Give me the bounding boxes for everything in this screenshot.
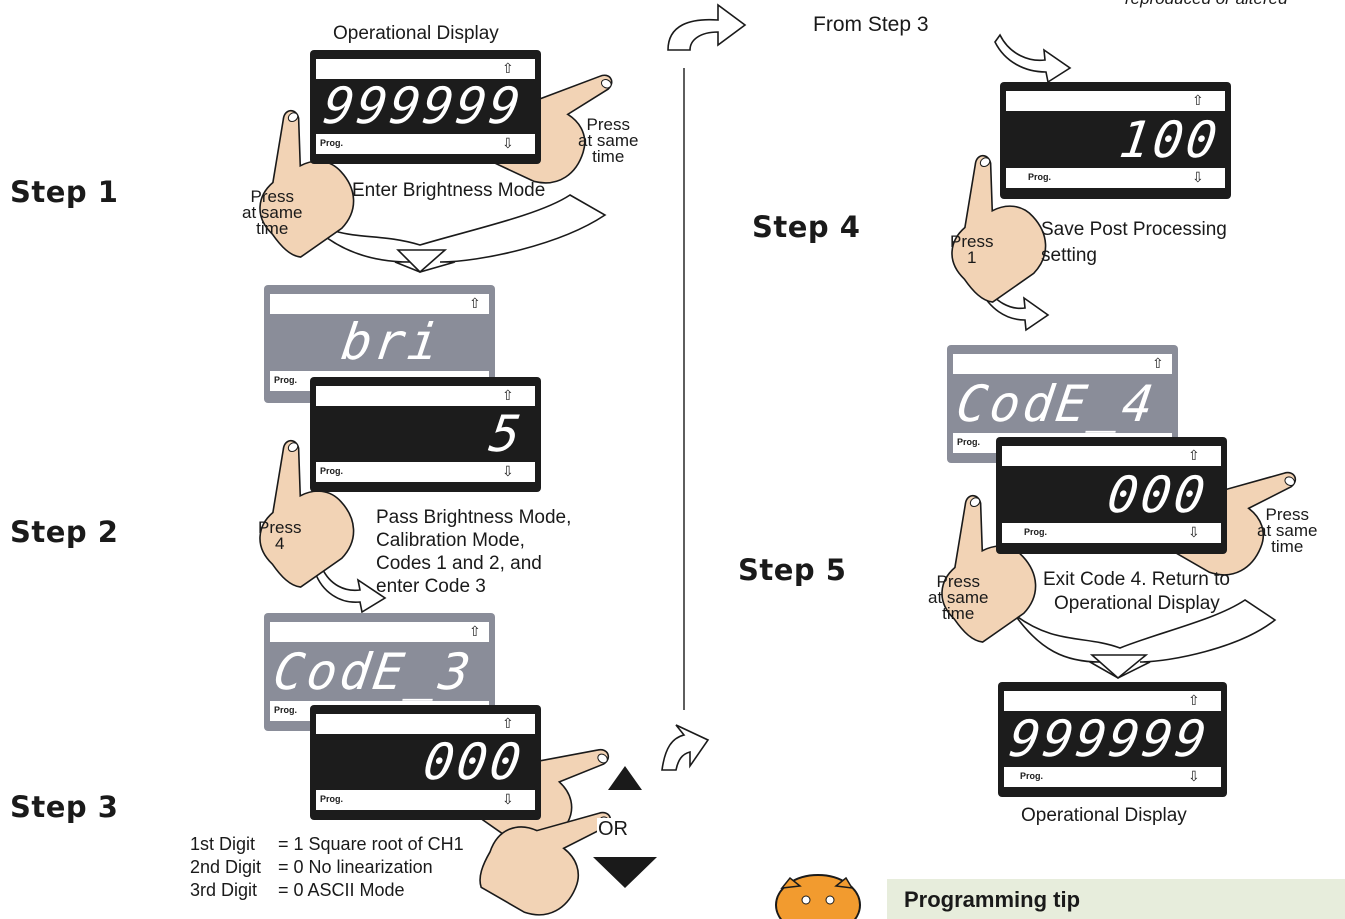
display-value-1: 999999 xyxy=(319,77,527,135)
step-4-label: Step 4 xyxy=(752,210,861,244)
tiger-mascot-icon xyxy=(775,874,861,919)
curved-arrow-step4 xyxy=(979,283,1050,332)
display-value-4: CodE_3 xyxy=(269,643,477,701)
display-value-2: bri xyxy=(337,313,446,371)
caption-pass-brightness-4: enter Code 3 xyxy=(376,576,486,597)
curved-arrow-step5 xyxy=(1014,599,1277,679)
step-5-label: Step 5 xyxy=(738,553,847,587)
display-value-8: 000 xyxy=(1103,466,1212,524)
up-arrow-icon: ⇧ xyxy=(1152,355,1164,371)
top-right-fragment: reproduced or altered xyxy=(1125,0,1288,10)
display-value-5: 000 xyxy=(419,733,528,791)
up-triangle-icon xyxy=(608,766,642,790)
digit-setting-row: 2nd Digit= 0 No linearization xyxy=(190,857,433,877)
prog-label: Prog. xyxy=(1020,771,1044,781)
meter-display-5: ⇧ Prog. ⇩ 000 xyxy=(310,705,541,820)
meter-top-strip xyxy=(953,354,1172,374)
curved-arrow-from-step3 xyxy=(994,33,1072,84)
caption-operational-display-top: Operational Display xyxy=(333,23,499,44)
meter-bottom-strip xyxy=(316,462,535,482)
display-value-9: 999999 xyxy=(1005,710,1213,768)
caption-save-post-1: Save Post Processing xyxy=(1041,219,1227,240)
digit-setting-row: 1st Digit= 1 Square root of CH1 xyxy=(190,834,464,854)
down-arrow-icon: ⇩ xyxy=(1188,524,1200,540)
meter-top-strip xyxy=(1002,446,1221,466)
up-arrow-icon: ⇧ xyxy=(502,715,514,731)
caption-from-step3: From Step 3 xyxy=(813,13,929,36)
meter-top-strip xyxy=(316,59,535,79)
up-arrow-icon: ⇧ xyxy=(1188,447,1200,463)
step-3-label: Step 3 xyxy=(10,790,119,824)
prog-label: Prog. xyxy=(320,794,344,804)
up-arrow-icon: ⇧ xyxy=(502,60,514,76)
programming-tip-box: Programming tip xyxy=(887,879,1345,919)
caption-pass-brightness-2: Calibration Mode, xyxy=(376,530,525,551)
meter-top-strip xyxy=(316,386,535,406)
meter-bottom-strip xyxy=(1002,523,1221,543)
meter-bottom-strip xyxy=(1004,767,1221,787)
meter-top-strip xyxy=(270,622,489,642)
meter-top-strip xyxy=(316,714,535,734)
meter-display-8: ⇧ Prog. ⇩ 000 xyxy=(996,437,1227,554)
down-arrow-icon: ⇩ xyxy=(1188,768,1200,784)
meter-display-9: ⇧ Prog. ⇩ 999999 xyxy=(998,682,1227,797)
display-value-7: CodE_4 xyxy=(952,375,1160,433)
prog-label: Prog. xyxy=(1028,172,1052,182)
meter-display-6: ⇧ Prog. ⇩ 100 xyxy=(1000,82,1231,199)
step-2-label: Step 2 xyxy=(10,515,119,549)
prog-label: Prog. xyxy=(320,138,344,148)
down-arrow-icon: ⇩ xyxy=(502,135,514,151)
caption-pass-brightness-1: Pass Brightness Mode, xyxy=(376,507,572,528)
prog-label: Prog. xyxy=(1024,527,1048,537)
up-arrow-icon: ⇧ xyxy=(502,387,514,403)
or-label: OR xyxy=(597,818,629,840)
meter-top-strip xyxy=(1006,91,1225,111)
meter-bottom-strip xyxy=(1006,168,1225,188)
display-value-3: 5 xyxy=(485,405,528,463)
display-value-6: 100 xyxy=(1115,111,1224,169)
programming-tip-title: Programming tip xyxy=(904,887,1081,912)
caption-save-post-2: setting xyxy=(1041,245,1097,266)
meter-bottom-strip xyxy=(316,134,535,154)
down-arrow-icon: ⇩ xyxy=(502,791,514,807)
curved-arrow-step1 xyxy=(299,194,607,273)
prog-label: Prog. xyxy=(957,437,981,447)
meter-bottom-strip xyxy=(316,790,535,810)
caption-enter-brightness: Enter Brightness Mode xyxy=(352,180,546,201)
prog-label: Prog. xyxy=(320,466,344,476)
prog-label: Prog. xyxy=(274,375,298,385)
curved-arrow-top xyxy=(667,3,747,51)
digit-settings: 1st Digit= 1 Square root of CH1 2nd Digi… xyxy=(190,833,464,902)
caption-operational-display-bottom: Operational Display xyxy=(1021,805,1187,826)
up-arrow-icon: ⇧ xyxy=(1192,92,1204,108)
down-arrow-icon: ⇩ xyxy=(502,463,514,479)
meter-display-1: ⇧ Prog. ⇩ 999999 xyxy=(310,50,541,164)
prog-label: Prog. xyxy=(274,705,298,715)
caption-exit-code4-1: Exit Code 4. Return to xyxy=(1043,569,1230,590)
up-arrow-icon: ⇧ xyxy=(1188,692,1200,708)
curved-arrow-bottom xyxy=(661,724,710,771)
caption-pass-brightness-3: Codes 1 and 2, and xyxy=(376,553,542,574)
caption-exit-code4-2: Operational Display xyxy=(1054,593,1220,614)
digit-setting-row: 3rd Digit= 0 ASCII Mode xyxy=(190,880,405,900)
up-arrow-icon: ⇧ xyxy=(469,295,481,311)
curved-arrow-step2 xyxy=(314,566,387,614)
down-triangle-icon xyxy=(593,857,657,888)
step-1-label: Step 1 xyxy=(10,175,119,209)
down-arrow-icon: ⇩ xyxy=(1192,169,1204,185)
up-arrow-icon: ⇧ xyxy=(469,623,481,639)
meter-display-3: ⇧ Prog. ⇩ 5 xyxy=(310,377,541,492)
meter-top-strip xyxy=(270,294,489,314)
meter-top-strip xyxy=(1004,691,1221,711)
